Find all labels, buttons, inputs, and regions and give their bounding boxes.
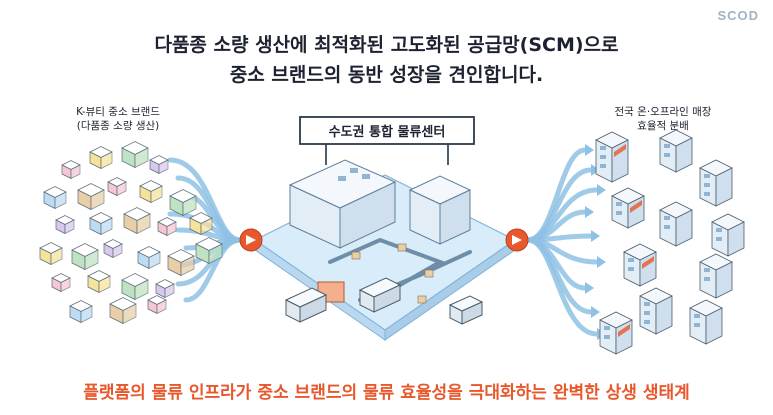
delivery-truck (284, 287, 328, 323)
product-box (121, 141, 149, 169)
product-box (157, 217, 177, 237)
product-box (89, 212, 113, 236)
store-building (639, 287, 673, 335)
store-building (659, 201, 693, 247)
product-box (39, 242, 63, 266)
product-box (109, 297, 137, 325)
product-box (121, 273, 149, 301)
warehouse-left-side (339, 181, 396, 249)
arrow-head (591, 306, 600, 318)
store-building (595, 131, 629, 183)
product-box (43, 186, 67, 210)
product-box (55, 215, 75, 235)
store-building (699, 159, 733, 207)
arrow-head (591, 164, 600, 176)
delivery-truck (448, 295, 484, 325)
parcel (351, 251, 361, 260)
product-box (195, 237, 223, 265)
logistics-center-sign: 수도권 통합 물류센터 (299, 116, 475, 165)
headline-line-1: 다품종 소량 생산에 최적화된 고도화된 공급망(SCM)으로 (154, 34, 619, 56)
store-building (659, 129, 693, 173)
warehouse-left-window (350, 168, 358, 173)
inbound-hub-connector (239, 228, 263, 252)
brand-logo: SCOD (717, 8, 759, 23)
footer-tagline: 플랫폼의 물류 인프라가 중소 브랜드의 물류 효율성을 극대화하는 완벽한 상… (83, 383, 690, 403)
product-box (69, 300, 93, 324)
product-box (149, 155, 169, 175)
store-building (611, 187, 645, 229)
logistics-center-illustration (253, 159, 517, 341)
product-box (147, 295, 167, 315)
warehouse-right-side (439, 189, 471, 245)
product-box (167, 249, 195, 277)
outbound-flow-arrow (525, 167, 594, 243)
product-box (155, 279, 175, 299)
arrow-head (585, 206, 594, 218)
left-group-label: K-뷰티 중소 브랜드 (다품종 소량 생산) (58, 105, 178, 133)
arrow-head (585, 282, 594, 294)
parcel (397, 243, 407, 252)
delivery-truck (358, 277, 402, 313)
outbound-flow-arrow (525, 237, 600, 337)
right-group-label: 전국 온·오프라인 매장 효율적 분배 (598, 105, 728, 133)
product-box (51, 273, 71, 293)
headline-line-2: 중소 브랜드의 동반 성장을 견인합니다. (229, 64, 544, 86)
product-box (139, 180, 163, 204)
arrow-head (591, 230, 600, 242)
store-building (623, 243, 657, 287)
left-group-line-2: (다품종 소량 생산) (76, 120, 160, 132)
left-group-line-1: K-뷰티 중소 브랜드 (76, 106, 160, 118)
product-box (169, 189, 197, 217)
store-building (689, 299, 723, 345)
arrow-head (597, 256, 606, 268)
store-cluster (595, 129, 745, 355)
right-group-line-2: 효율적 분배 (637, 120, 689, 132)
product-box (87, 270, 111, 294)
parcel (424, 269, 434, 278)
product-box-cluster (39, 141, 223, 325)
product-box (103, 239, 123, 259)
warehouse-left-window (362, 174, 370, 179)
arrow-head (597, 184, 606, 196)
product-box (89, 146, 113, 170)
inbound-flow-arrow (183, 237, 243, 303)
parcel (417, 295, 427, 304)
product-box (189, 212, 213, 236)
arrow-head (585, 144, 594, 156)
product-box (137, 246, 161, 270)
store-building (711, 213, 745, 257)
product-box (71, 243, 99, 271)
center-label: 수도권 통합 물류센터 (329, 124, 446, 140)
product-box (107, 177, 127, 197)
store-building (599, 311, 633, 355)
product-box (123, 207, 151, 235)
product-box (61, 160, 81, 180)
warehouse-left-window (338, 176, 346, 181)
store-building (699, 253, 733, 299)
product-box (77, 183, 105, 211)
right-group-line-1: 전국 온·오프라인 매장 (614, 106, 712, 118)
outbound-hub-connector (505, 228, 529, 252)
